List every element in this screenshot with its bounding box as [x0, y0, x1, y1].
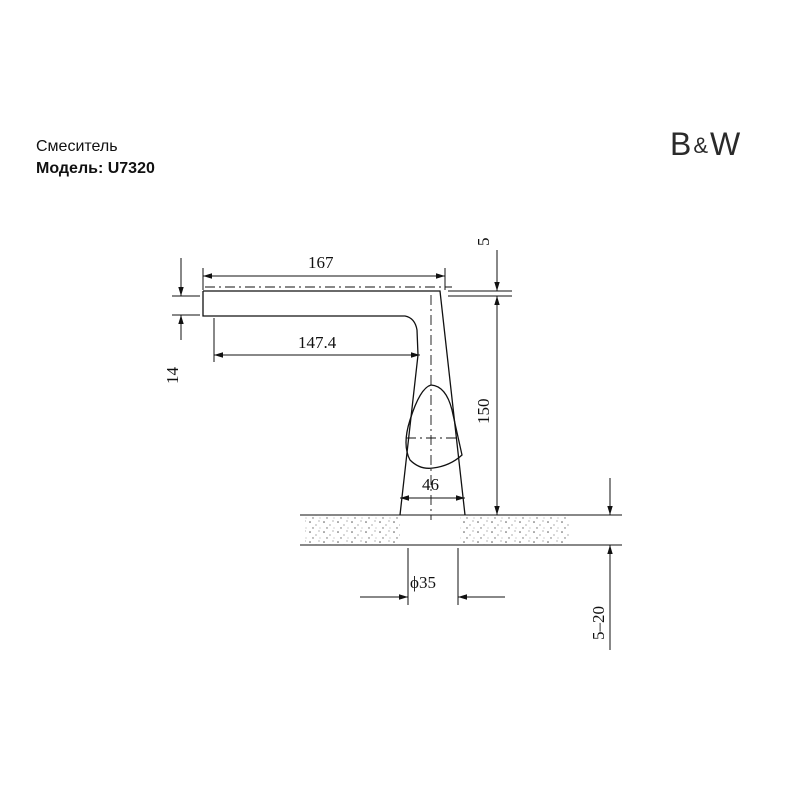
- logo-ampersand: &: [693, 133, 710, 158]
- dim-spout-thickness: [172, 258, 200, 340]
- dim-label-spout-length: 167: [308, 253, 334, 272]
- dim-label-spout-reach: 147.4: [298, 333, 337, 352]
- brand-logo: B&W: [670, 126, 741, 163]
- dim-hole-diameter: [360, 548, 505, 605]
- dim-label-base-width: 46: [422, 475, 439, 494]
- dim-top-offset: [448, 250, 512, 297]
- logo-letter-b: B: [670, 126, 693, 162]
- dim-spout-reach: [213, 318, 420, 362]
- logo-letter-w: W: [710, 126, 742, 162]
- product-type-label: Смеситель: [36, 138, 118, 155]
- dim-label-spout-thickness: 14: [163, 367, 182, 385]
- dim-label-countertop-thickness: 5–20: [589, 606, 608, 640]
- dim-label-height: 150: [474, 399, 493, 425]
- countertop: [300, 514, 622, 546]
- dim-spout-length: [202, 268, 446, 290]
- dim-label-hole-diameter: ϕ35: [410, 573, 436, 592]
- centerlines: [205, 286, 458, 520]
- dim-label-top-offset: 5: [474, 238, 493, 247]
- model-label: Модель: U7320: [36, 160, 155, 177]
- faucet-outline: [202, 290, 466, 516]
